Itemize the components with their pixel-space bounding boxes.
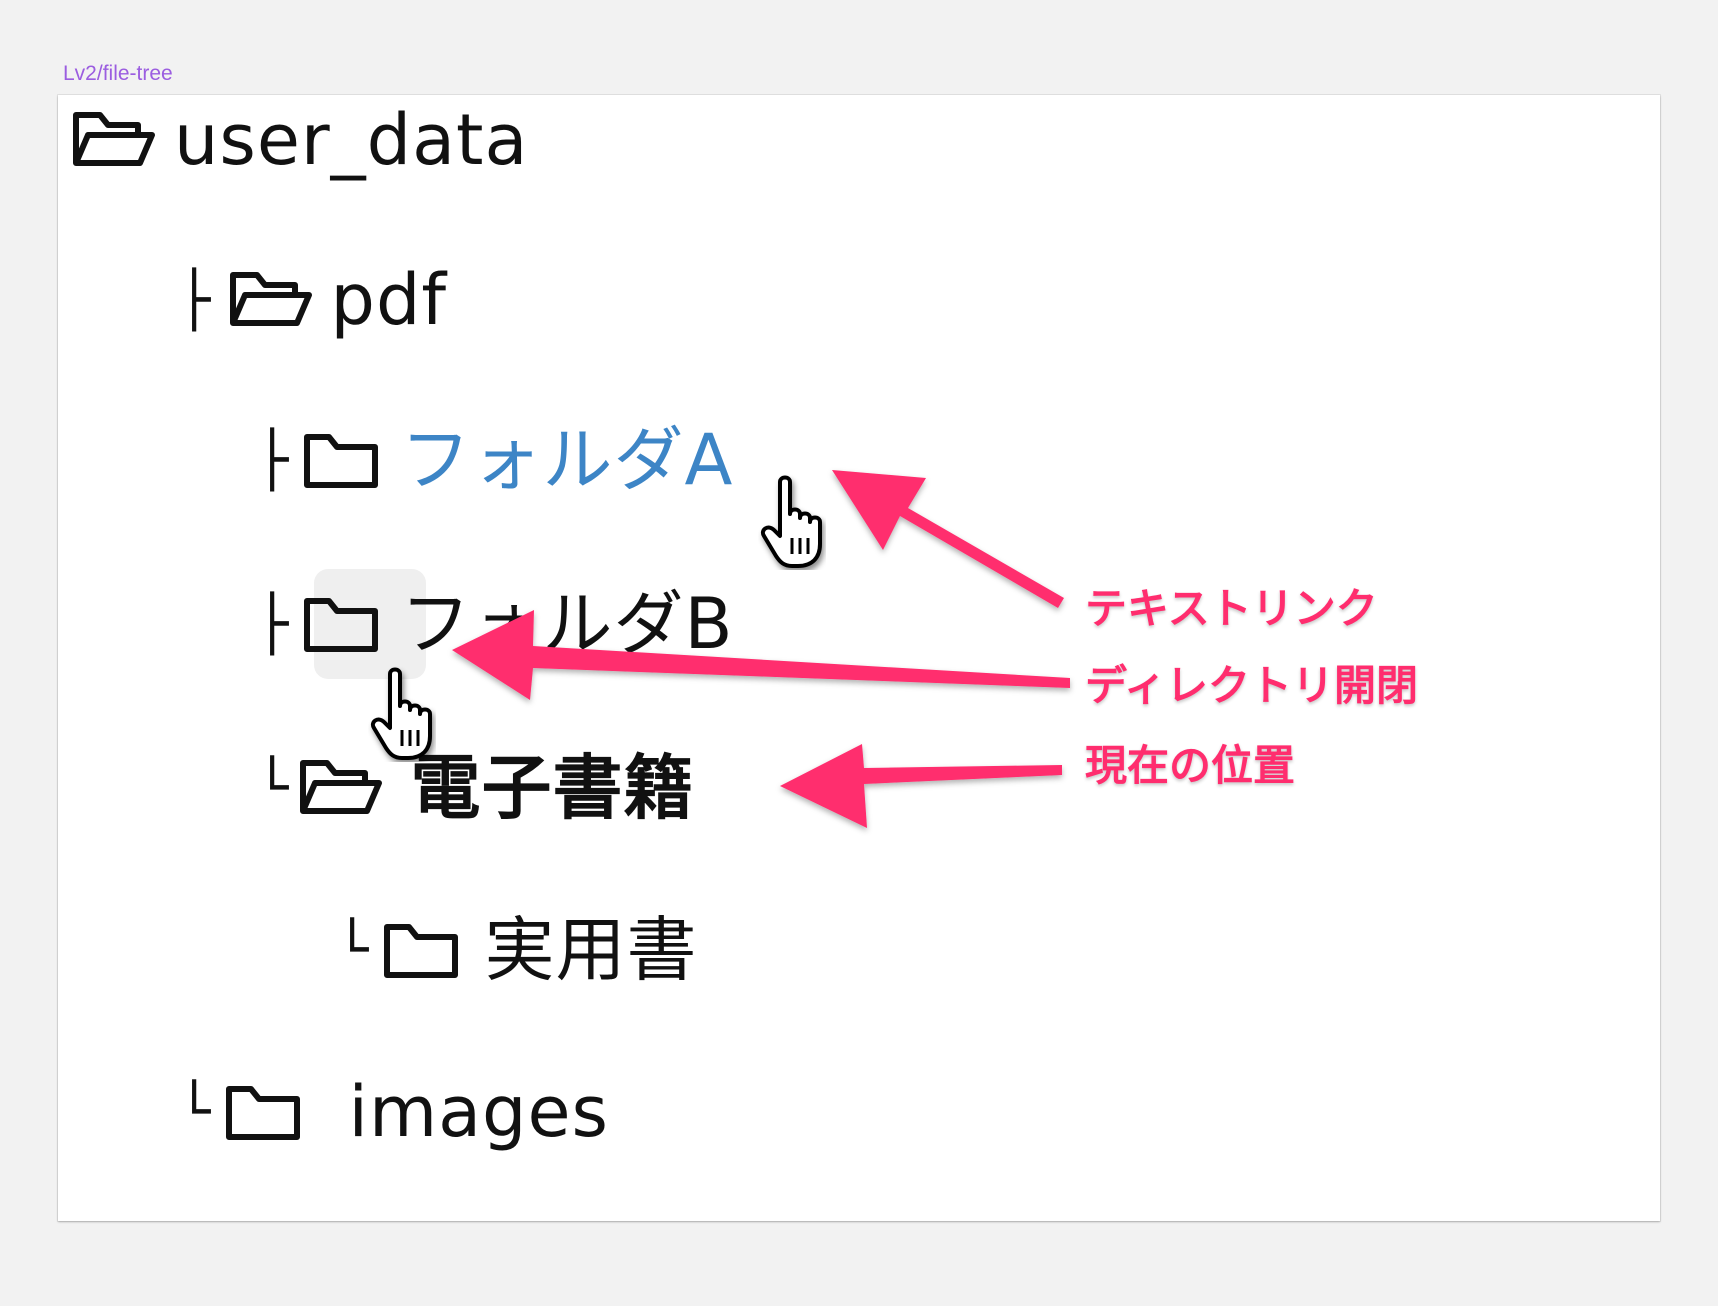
- arrow-dir-toggle: [452, 610, 1070, 700]
- arrow-text-link: [832, 470, 1064, 608]
- tree-connector: └: [256, 756, 289, 819]
- folder-open-icon[interactable]: [299, 753, 383, 823]
- tree-label-current: 電子書籍: [410, 747, 695, 829]
- tree-row-user-data[interactable]: user_data: [72, 90, 528, 190]
- hand-cursor-icon: [761, 475, 822, 568]
- tree-row-images[interactable]: └ images: [178, 1062, 609, 1162]
- folder-a-link[interactable]: フォルダA: [400, 419, 734, 501]
- tree-label-images: images: [348, 1071, 610, 1153]
- tree-connector: ├: [256, 592, 289, 655]
- tree-connector: └: [336, 918, 369, 981]
- arrow-current-position: [780, 744, 1062, 828]
- frame-label: Lv2/file-tree: [63, 62, 173, 85]
- folder-open-icon[interactable]: [229, 265, 313, 335]
- annotation-text-link: テキストリンク: [1085, 584, 1378, 633]
- tree-connector: ├: [178, 268, 211, 331]
- tree-label-practical: 実用書: [484, 909, 698, 991]
- tree-label-user-data: user_data: [174, 99, 529, 181]
- folder-icon[interactable]: [299, 425, 383, 495]
- hand-cursor-icon: [371, 667, 432, 760]
- tree-label-pdf: pdf: [330, 259, 448, 341]
- folder-icon[interactable]: [379, 915, 463, 985]
- tree-connector: └: [178, 1080, 211, 1143]
- folder-icon-toggle[interactable]: [299, 589, 383, 659]
- folder-icon-hover-bg: [314, 569, 426, 679]
- annotation-dir-toggle: ディレクトリ開閉: [1085, 661, 1419, 710]
- tree-connector: ├: [256, 428, 289, 491]
- tree-row-ebooks[interactable]: └ 電子書籍: [256, 738, 695, 838]
- tree-row-pdf[interactable]: ├ pdf: [178, 250, 447, 350]
- tree-row-practical[interactable]: └ 実用書: [336, 900, 698, 1000]
- tree-row-folder-b[interactable]: ├ フォルダB: [256, 574, 734, 674]
- annotation-current-position: 現在の位置: [1085, 741, 1296, 790]
- folder-open-icon[interactable]: [72, 105, 156, 175]
- tree-row-folder-a[interactable]: ├ フォルダA: [256, 410, 733, 510]
- tree-label-folder-b: フォルダB: [400, 583, 734, 665]
- folder-icon[interactable]: [221, 1077, 305, 1147]
